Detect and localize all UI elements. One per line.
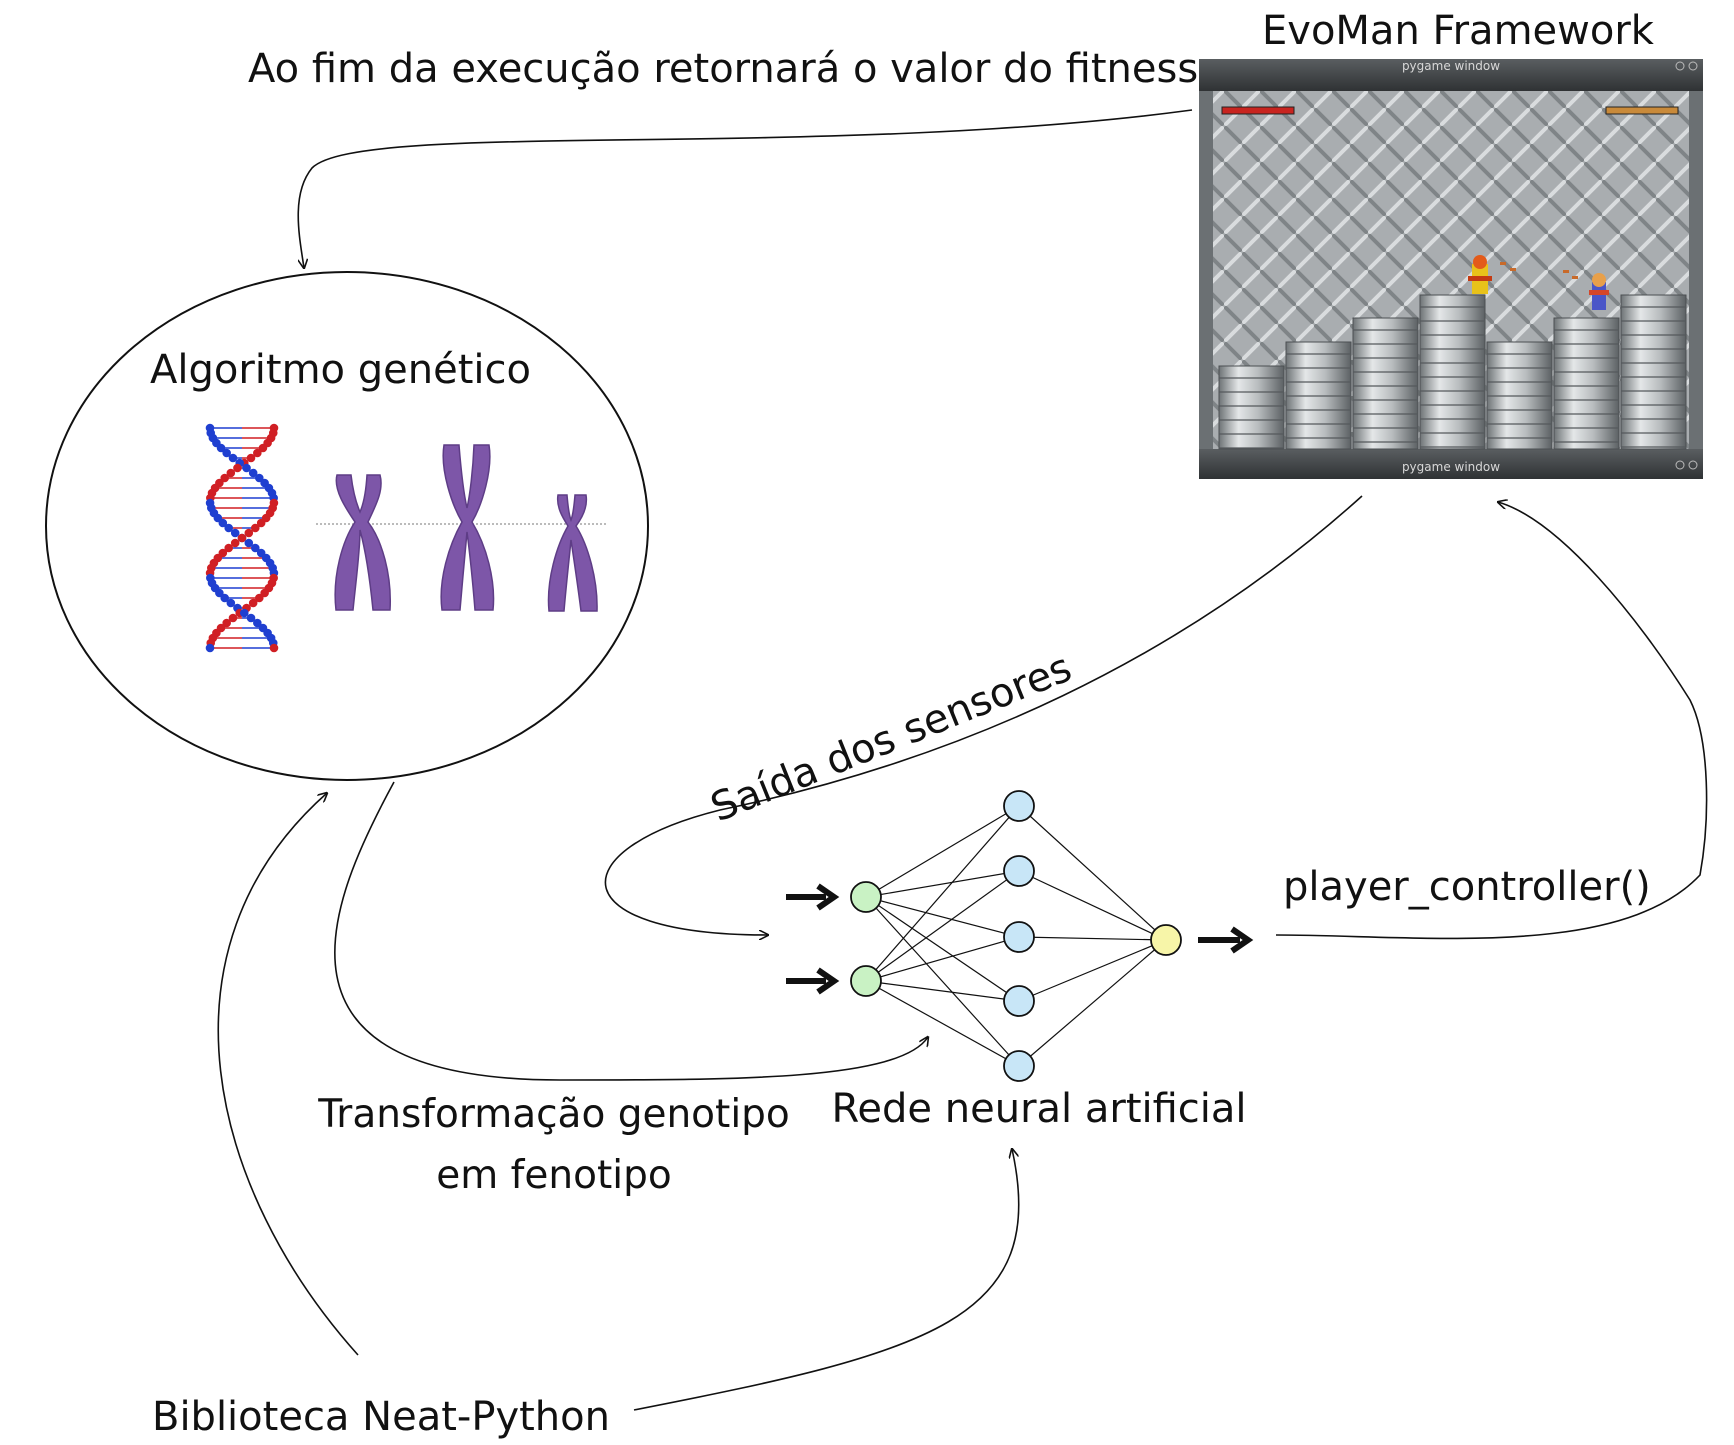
nn-edge [1018,939,1167,1002]
window-control-icon [1688,460,1698,470]
dna-bead [228,613,238,623]
dna-bead [246,453,256,463]
player-controller-connector [1275,502,1708,940]
neat-to-network-connector [633,1149,1020,1411]
hidden-node [1003,790,1035,822]
nn-edge [865,870,1020,898]
dna-bead [222,448,231,458]
dna-bead [220,593,229,603]
drum-column [1218,365,1285,450]
genetic-algorithm-label: Algoritmo genético [150,347,531,393]
nn-edge [865,980,1020,1002]
sensor-output-connector [604,495,1363,935]
fitness-return-connector [297,109,1193,268]
chromosome-icon [547,494,598,612]
drum-column [1419,294,1486,450]
nn-edge [865,805,1020,982]
player-controller-label: player_controller() [1283,864,1651,910]
nn-edge [865,896,1020,1067]
neural-network [850,790,1182,1082]
enemy-character-icon [1589,273,1609,310]
nn-edge [865,896,1020,938]
dna-bead [222,618,231,628]
evoman-framework-title: EvoMan Framework [1262,8,1655,54]
dna-bead [242,463,251,473]
genotype-transform-connector [334,781,928,1081]
window-control-icon [1675,61,1685,71]
game-window-title-top: pygame window [1402,59,1500,73]
nn-edge [865,805,1020,898]
drum-platforms [1218,294,1687,450]
neat-library-label: Biblioteca Neat-Python [152,1394,610,1440]
nn-edge [1018,936,1167,941]
player-health-bar [1221,106,1295,115]
neat-to-algorithm-connector [217,793,359,1356]
dna-bead [230,538,240,548]
input-node [850,965,882,997]
game-window-title-bottom: pygame window [1402,460,1500,474]
dna-bead [258,443,268,453]
dna-bead [250,523,260,533]
chromosome-icon [440,444,495,611]
evoman-game-window: pygame window pygame window [1199,59,1703,479]
drum-column [1553,317,1620,450]
dna-helix-icon [205,423,279,653]
neural-network-label: Rede neural artificial [831,1086,1246,1132]
output-node [1150,924,1182,956]
dna-bead [248,598,258,608]
dna-bead [250,543,260,553]
dna-bead [224,543,234,553]
dna-bead [228,453,238,463]
dna-bead [244,528,254,538]
hidden-node [1003,921,1035,953]
enemy-health-bar [1605,106,1679,115]
dna-bead [226,598,236,608]
dna-bead [233,463,242,473]
window-control-icon [1675,460,1685,470]
dna-bead [230,528,240,538]
output-arrow-icon [1198,926,1254,954]
dna-bead [216,443,226,453]
input-node [850,881,882,913]
dna-bead [224,523,234,533]
dna-bead [218,518,228,528]
nn-edge [865,936,1020,982]
projectile-icon [1500,262,1578,279]
fitness-return-label: Ao fim da execução retornará o valor do … [248,46,1198,92]
nn-edge [865,980,1020,1067]
dna-bead [248,468,258,478]
dna-bead [246,613,256,623]
nn-edge [1018,805,1167,941]
input-arrow-icon [786,967,840,995]
genetic-algorithm-ellipse [45,271,649,781]
dna-bead [239,608,249,618]
nn-edge [865,870,1020,982]
hidden-node [1003,985,1035,1017]
dna-bead [269,643,279,653]
nn-edge [1018,870,1167,941]
dna-bead [255,593,264,603]
dna-bead [237,533,247,543]
genotype-transform-label: Transformação genotipo [317,1092,790,1137]
dna-bead [244,538,254,548]
nn-edge [1018,939,1167,1067]
hidden-node [1003,1050,1035,1082]
drum-column [1352,317,1419,450]
input-arrow-icon [786,883,840,911]
chromosome-icon [334,474,391,611]
dna-bead [253,618,262,628]
drum-column [1620,294,1687,450]
window-control-icon [1688,61,1698,71]
genotype-transform-label-line2: em fenotipo [436,1153,671,1198]
hidden-node [1003,855,1035,887]
dna-bead [226,468,236,478]
nn-edge [865,896,1020,1002]
dna-bead [205,643,215,653]
dna-bead [253,448,262,458]
dna-bead [256,518,266,528]
player-character-icon [1468,255,1492,294]
